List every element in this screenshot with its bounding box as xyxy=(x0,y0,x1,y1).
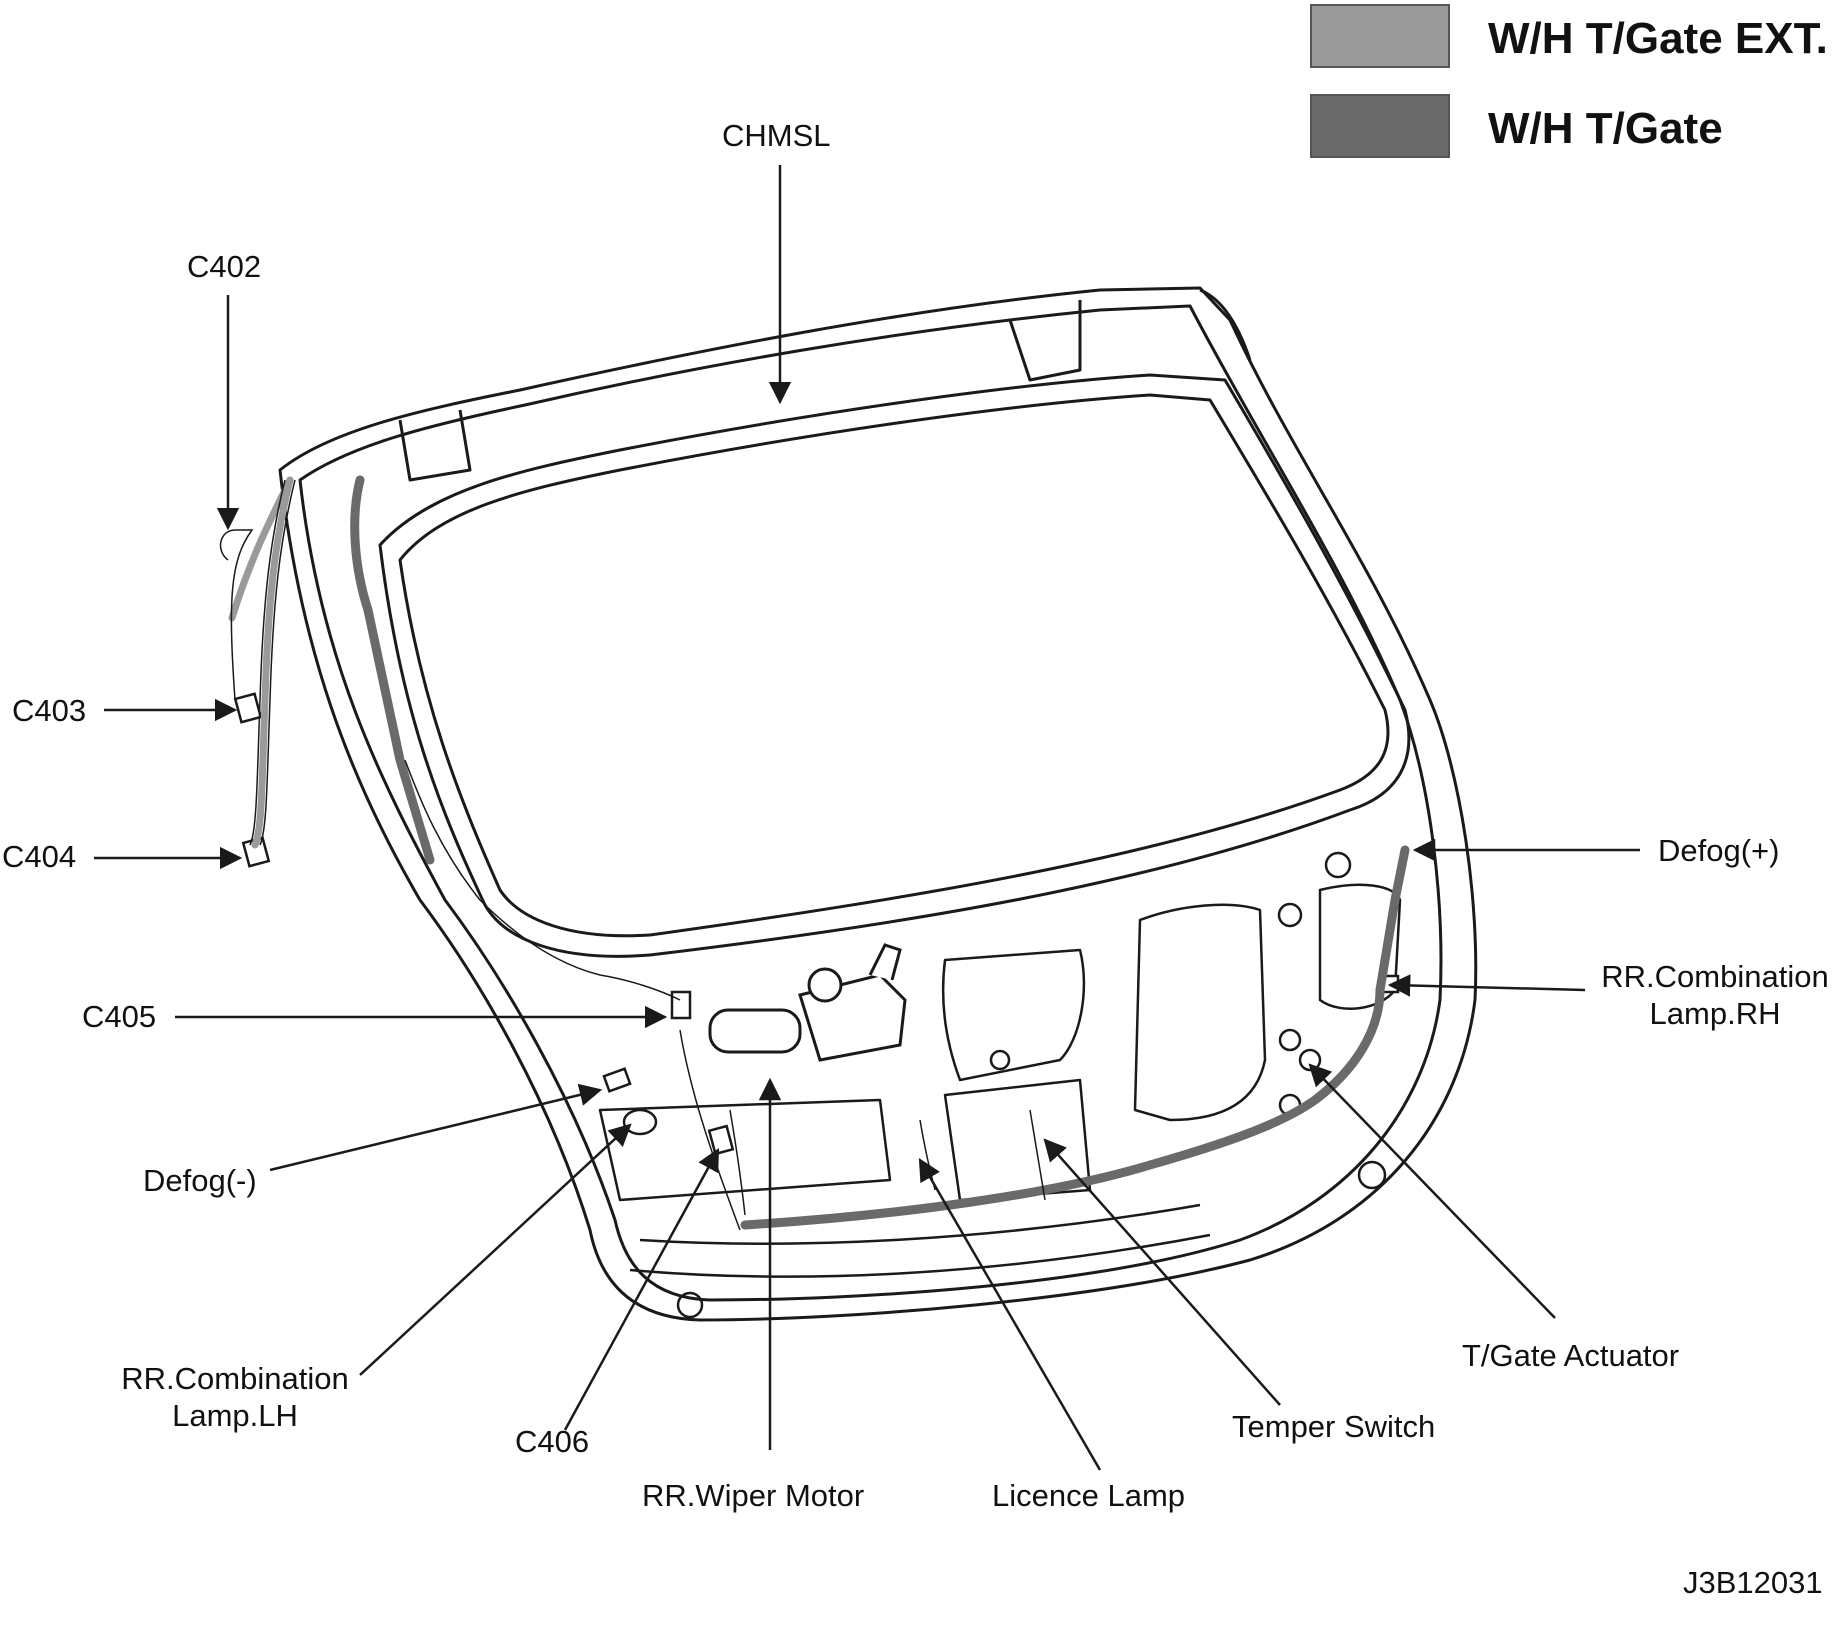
rear-glass-opening xyxy=(378,373,1411,958)
label-tgate-actuator: T/Gate Actuator xyxy=(1462,1338,1680,1373)
label-defog-minus: Defog(-) xyxy=(143,1163,257,1198)
label-rr-combination-lamp-lh-line1: RR.Combination xyxy=(121,1361,349,1396)
tailgate-outer-panel xyxy=(278,286,1478,1322)
label-defog-plus: Defog(+) xyxy=(1658,833,1780,868)
leader-rr-combination-lh xyxy=(359,1123,632,1376)
leader-tgate-actuator xyxy=(1308,1063,1556,1319)
label-chmsl: CHMSL xyxy=(722,118,831,153)
label-rr-combination-lamp-lh: RR.Combination Lamp.LH xyxy=(115,1360,355,1434)
legend-label-harness-ext: W/H T/Gate EXT. xyxy=(1488,14,1828,63)
reference-code: J3B12031 xyxy=(1683,1565,1823,1600)
leader-defog-minus xyxy=(269,1083,603,1172)
label-c406: C406 xyxy=(515,1424,590,1459)
legend-swatch-harness-main xyxy=(1310,94,1450,158)
leader-lines xyxy=(94,165,1640,1471)
label-rr-combination-lamp-rh: RR.Combination Lamp.RH xyxy=(1595,958,1835,1032)
harness-main-outline xyxy=(404,759,1046,1231)
harness-ext-route xyxy=(228,476,294,849)
connectors xyxy=(233,692,1400,1156)
rear-wiper-motor xyxy=(708,943,907,1062)
leader-temper-switch xyxy=(1043,1138,1281,1406)
label-rr-combination-lamp-rh-line1: RR.Combination xyxy=(1601,959,1829,994)
leader-c406 xyxy=(563,1148,720,1431)
leader-rr-combination-rh xyxy=(1387,974,1586,997)
leader-licence-lamp xyxy=(918,1158,1102,1471)
legend-swatch-harness-ext xyxy=(1310,4,1450,68)
harness-ext-outline xyxy=(219,479,296,846)
label-temper-switch: Temper Switch xyxy=(1232,1409,1436,1444)
harness-main-route xyxy=(350,475,1410,1230)
label-rr-combination-lamp-lh-line2: Lamp.LH xyxy=(172,1398,298,1434)
label-c405: C405 xyxy=(82,999,157,1034)
legend-label-harness-main: W/H T/Gate xyxy=(1488,104,1723,153)
label-c404: C404 xyxy=(2,839,77,874)
label-c403: C403 xyxy=(12,693,87,728)
label-rr-combination-lamp-rh-line2: Lamp.RH xyxy=(1649,996,1781,1032)
label-licence-lamp: Licence Lamp xyxy=(992,1478,1186,1513)
label-rr-wiper-motor: RR.Wiper Motor xyxy=(642,1478,865,1513)
lower-panel-details xyxy=(598,851,1402,1319)
label-c402: C402 xyxy=(187,249,262,284)
